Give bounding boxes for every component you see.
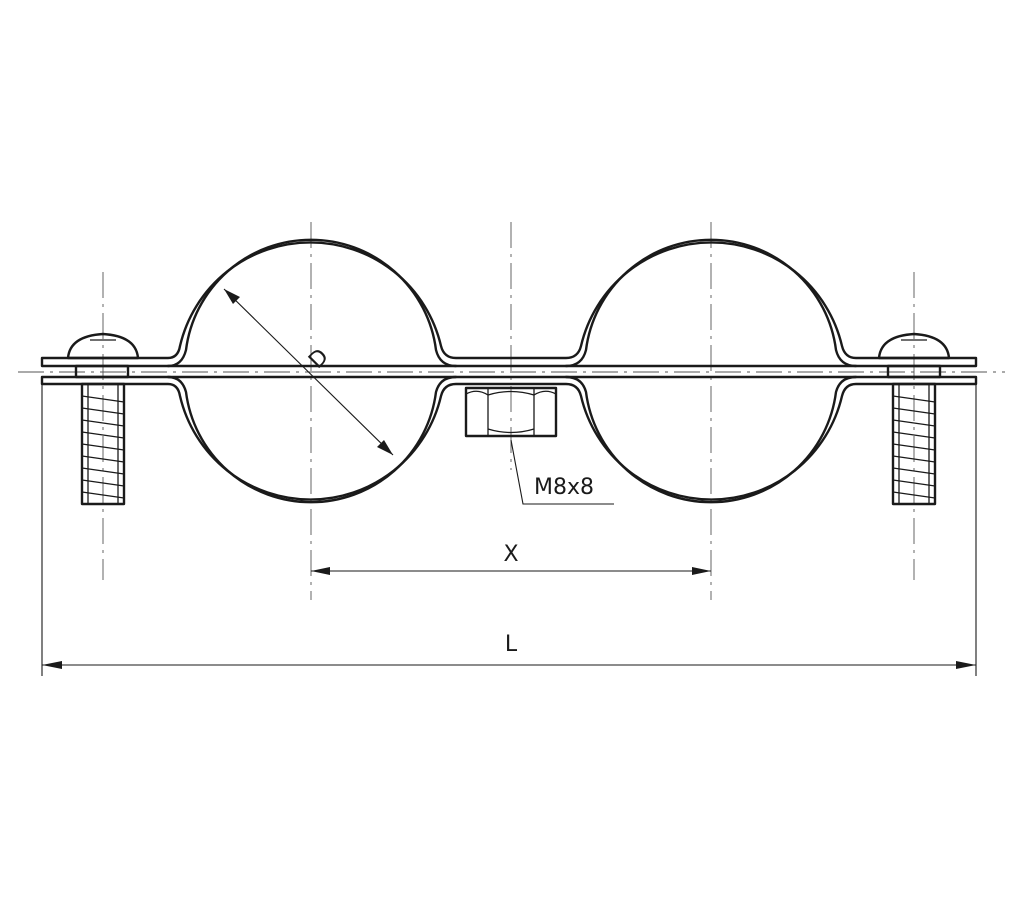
left-screw [66,332,140,506]
clamp-lower-band [40,375,978,504]
hex-nut [464,386,558,438]
right-screw [877,332,951,506]
spacing-label: X [503,542,518,567]
nut-size-label: M8x8 [534,475,594,500]
length-label: L [505,632,518,657]
nut-leader: M8x8 [510,439,614,505]
clamp-upper-band [40,238,978,368]
length-dimension: L [41,384,977,676]
center-lines [18,222,1005,600]
spacing-dimension: X [311,542,711,575]
diameter-label: D [304,344,334,374]
